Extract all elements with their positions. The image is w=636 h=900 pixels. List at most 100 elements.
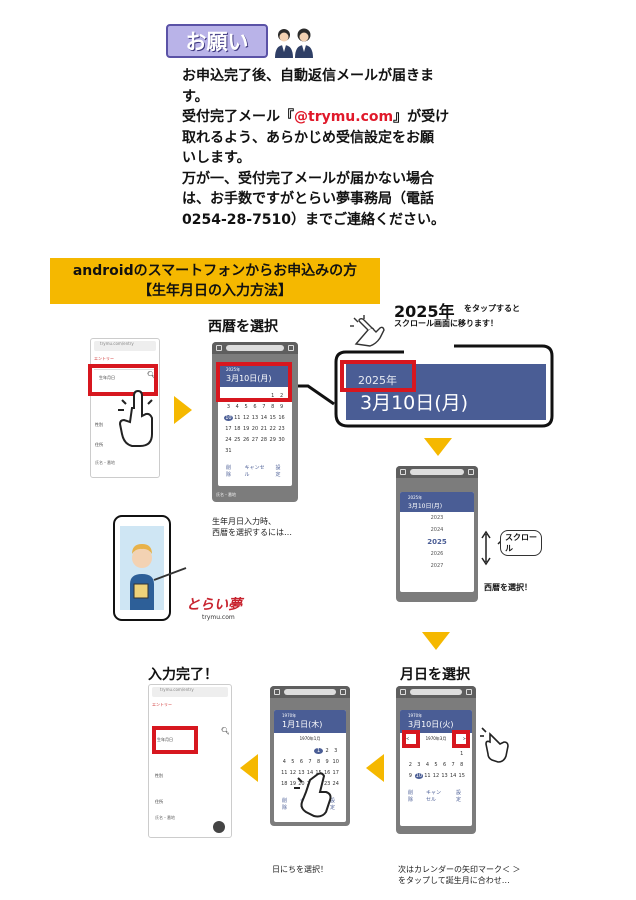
notice-line: す。 (182, 88, 209, 105)
form-label-birth: 生年月日 (157, 737, 173, 742)
mar-year[interactable]: 1970年 (408, 713, 423, 718)
year-option[interactable]: 2024 (430, 527, 444, 533)
arrow-down-2 (422, 632, 450, 650)
notice-line: 受付完了メール『@trymu.com』が受け (182, 109, 450, 125)
arrow-right-1 (174, 396, 192, 424)
arrow-left-2 (366, 754, 384, 782)
phone-footer: 氏名・番地 (95, 460, 115, 465)
phone-entry: エントリー (94, 356, 114, 361)
scroll-year-label: 2025年 (408, 495, 423, 500)
phone-form-final: trymu.com/entry エントリー 生年月日 性別 住所 氏名・番地 🔍… (148, 684, 232, 838)
notice-badge: お願い (166, 24, 268, 58)
phone-footer: 氏名・番地 (216, 492, 236, 497)
pointing-hand-icon (112, 388, 162, 450)
notice-line: お申込完了後、自動返信メールが届きま (182, 68, 434, 84)
notice-line: は、お手数ですがとらい夢事務局（電話 (182, 191, 434, 207)
banner-subtitle: 【生年月日の入力方法】 (138, 283, 292, 299)
cal-date: 3月10日(月) (226, 374, 272, 383)
year-option[interactable]: 2027 (430, 563, 444, 569)
birth-input-caption: 生年月日入力時、 西暦を選択するには… (212, 516, 292, 538)
phone-url: trymu.com/entry (152, 687, 228, 697)
tsukihi-label: 月日を選択 (400, 667, 470, 683)
zoom-frame: 2025年 3月10日(月) (334, 342, 554, 432)
banner-title: androidのスマートフォンからお申込みの方 (72, 263, 358, 279)
phone-form-1: trymu.com/entry エントリー 生年月日 性別 住所 氏名・番地 🔍… (90, 338, 160, 478)
done-label: 入力完了！ (148, 667, 218, 683)
zoom-year-highlight (340, 360, 416, 392)
cancel-button[interactable]: キャンセル (244, 465, 265, 478)
arrow-down-1 (424, 438, 452, 456)
tap-hand-day-icon (292, 770, 340, 820)
clear-button[interactable]: 削除 (282, 798, 288, 811)
caption-line: 西暦を選択するには… (212, 528, 292, 537)
phone-footer: 氏名・番地 (155, 815, 175, 820)
notice-line: 万が一、受付完了メールが届かない場合 (182, 170, 434, 187)
phone-year-scroll: 2025年 3月10日(月) 2023 2024 2025 2026 2027 (396, 466, 478, 602)
arrow-hint-caption: 次はカレンダーの矢印マーク＜ ＞ をタップして誕生月に合わせ… (398, 864, 521, 886)
cancel-button[interactable]: キャンセル (426, 790, 442, 803)
logo-url: trymu.com (202, 614, 235, 621)
trymu-logo: とらい夢 trymu.com (186, 594, 242, 628)
select-day-caption: 日にちを選択！ (272, 865, 328, 874)
jan-year[interactable]: 1970年 (282, 713, 297, 718)
scroll-bubble: スクロール (500, 530, 542, 556)
year-option[interactable]: 2026 (430, 551, 444, 557)
clear-button[interactable]: 削除 (225, 465, 231, 478)
teacher-illustration (108, 514, 190, 624)
mar-date: 3月10日(火) (408, 720, 454, 729)
tap-finger-icon (350, 314, 390, 348)
phone-entry: エントリー (152, 702, 172, 707)
form-label-gender: 性別 (155, 773, 163, 778)
year-tap-label: 2025年 (394, 302, 455, 321)
clear-button[interactable]: 削除 (408, 790, 414, 803)
year-tap-text: をタップすると (464, 304, 520, 313)
fab-icon[interactable] (213, 821, 225, 833)
notice-line: いします。 (182, 150, 251, 166)
zoom-date: 3月10日(月) (360, 392, 469, 414)
caption-line: 次はカレンダーの矢印マーク＜ ＞ (398, 865, 521, 874)
mar-month: 1970年3月 (425, 736, 447, 741)
year-highlight-1 (216, 362, 292, 402)
tap-hand-arrow-icon (478, 724, 518, 764)
notice-line: 取れるよう、あらかじめ受信設定をお願 (182, 129, 434, 146)
birth-field-highlight (88, 364, 158, 396)
form-label-address: 住所 (155, 799, 163, 804)
caption-line: 生年月日入力時、 (212, 517, 276, 526)
zoom-date-header: 2025年 3月10日(月) (346, 364, 546, 420)
ok-button[interactable]: 設定 (275, 465, 281, 478)
cal-year[interactable]: 2025年 (226, 367, 241, 372)
caption-line: をタップして誕生月に合わせ… (398, 876, 510, 885)
phone-url: trymu.com/entry (94, 341, 156, 351)
form-label-birth: 生年月日 (99, 375, 115, 380)
scroll-date-label: 3月10日(月) (408, 503, 443, 510)
search-icon: 🔍︎ (221, 727, 230, 735)
arrow-left-1 (240, 754, 258, 782)
email-domain: @trymu.com (294, 109, 394, 125)
prev-month-icon[interactable]: < (406, 736, 410, 741)
android-banner: androidのスマートフォンからお申込みの方 【生年月日の入力方法】 (50, 258, 380, 304)
ok-button[interactable]: 設定 (330, 798, 336, 811)
zoom-year[interactable]: 2025年 (358, 374, 397, 387)
notice-text: お申込完了後、自動返信メールが届きま す。 受付完了メール『@trymu.com… (182, 66, 482, 230)
logo-text: とらい夢 (186, 597, 242, 613)
calendar-header-1: 2025年 3月10日(月) (218, 364, 292, 387)
next-month-icon[interactable]: > (462, 736, 466, 741)
year-dialog: 2025年 3月10日(月) 2023 2024 2025 2026 2027 (400, 492, 474, 592)
prev-arrow-highlight (402, 730, 420, 748)
select-seireki-caption: 西暦を選択！ (484, 583, 532, 592)
final-birth-highlight (152, 726, 198, 754)
scroll-message: スクロール画面に移ります！ (394, 319, 498, 328)
year-option-selected[interactable]: 2025 (427, 538, 447, 546)
staff-people-icon (272, 26, 316, 58)
ok-button[interactable]: 設定 (456, 790, 462, 803)
jan-month: 1970年1月 (299, 736, 321, 741)
year-option[interactable]: 2023 (430, 515, 444, 521)
